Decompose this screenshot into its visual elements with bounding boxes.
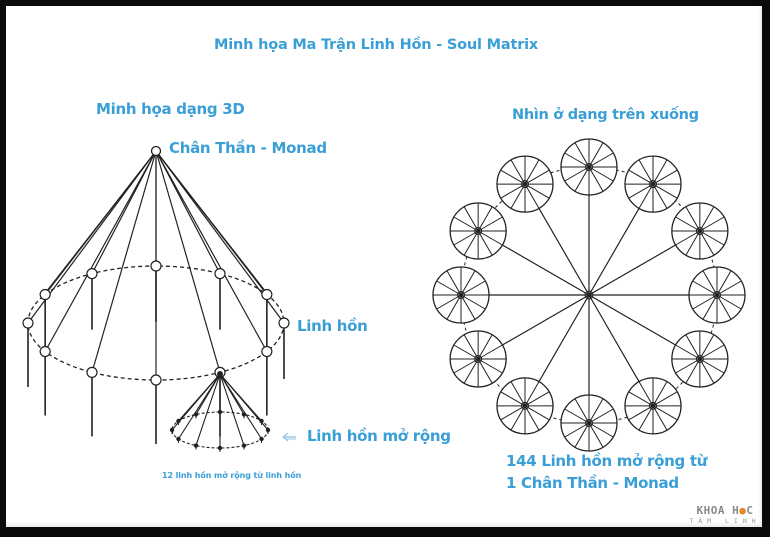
top-view-heading: Nhìn ở dạng trên xuống	[512, 107, 699, 123]
3d-view-heading: Minh họa dạng 3D	[96, 100, 245, 118]
top-down-wheel-diagram	[432, 138, 746, 452]
caption-line-1: 144 Linh hồn mở rộng từ	[506, 452, 708, 470]
soul-wheel	[671, 330, 729, 388]
soul-wheel	[560, 138, 618, 196]
watermark-logo: KHOA H●C TÂM LINH	[688, 505, 762, 526]
logo-dot-icon: ●	[739, 504, 747, 517]
arrow-left-icon	[281, 432, 296, 442]
logo-line-2: TÂM LINH	[689, 517, 761, 525]
soul-label: Linh hồn	[297, 317, 368, 335]
extended-soul-cone	[169, 371, 271, 452]
monad-label: Chân Thần - Monad	[169, 139, 327, 157]
soul-wheel	[496, 377, 554, 435]
top-view-caption: 144 Linh hồn mở rộng từ 1 Chân Thần - Mo…	[506, 450, 707, 494]
soul-wheel	[449, 330, 507, 388]
small-cone-caption: 12 linh hồn mở rộng từ linh hồn	[162, 471, 302, 480]
soul-wheel	[432, 266, 490, 324]
extended-soul-label: Linh hồn mở rộng	[307, 427, 451, 445]
soul-wheel	[688, 266, 746, 324]
caption-line-2: 1 Chân Thần - Monad	[506, 474, 679, 492]
soul-wheel	[671, 202, 729, 260]
soul-wheel	[624, 155, 682, 213]
3d-cone-diagram	[22, 145, 290, 444]
page-title: Minh họa Ma Trận Linh Hồn - Soul Matrix	[214, 37, 539, 53]
soul-wheel	[624, 377, 682, 435]
soul-wheel	[496, 155, 554, 213]
logo-line-1: KHOA H●C	[696, 504, 754, 517]
soul-wheel	[449, 202, 507, 260]
soul-wheel	[560, 394, 618, 452]
